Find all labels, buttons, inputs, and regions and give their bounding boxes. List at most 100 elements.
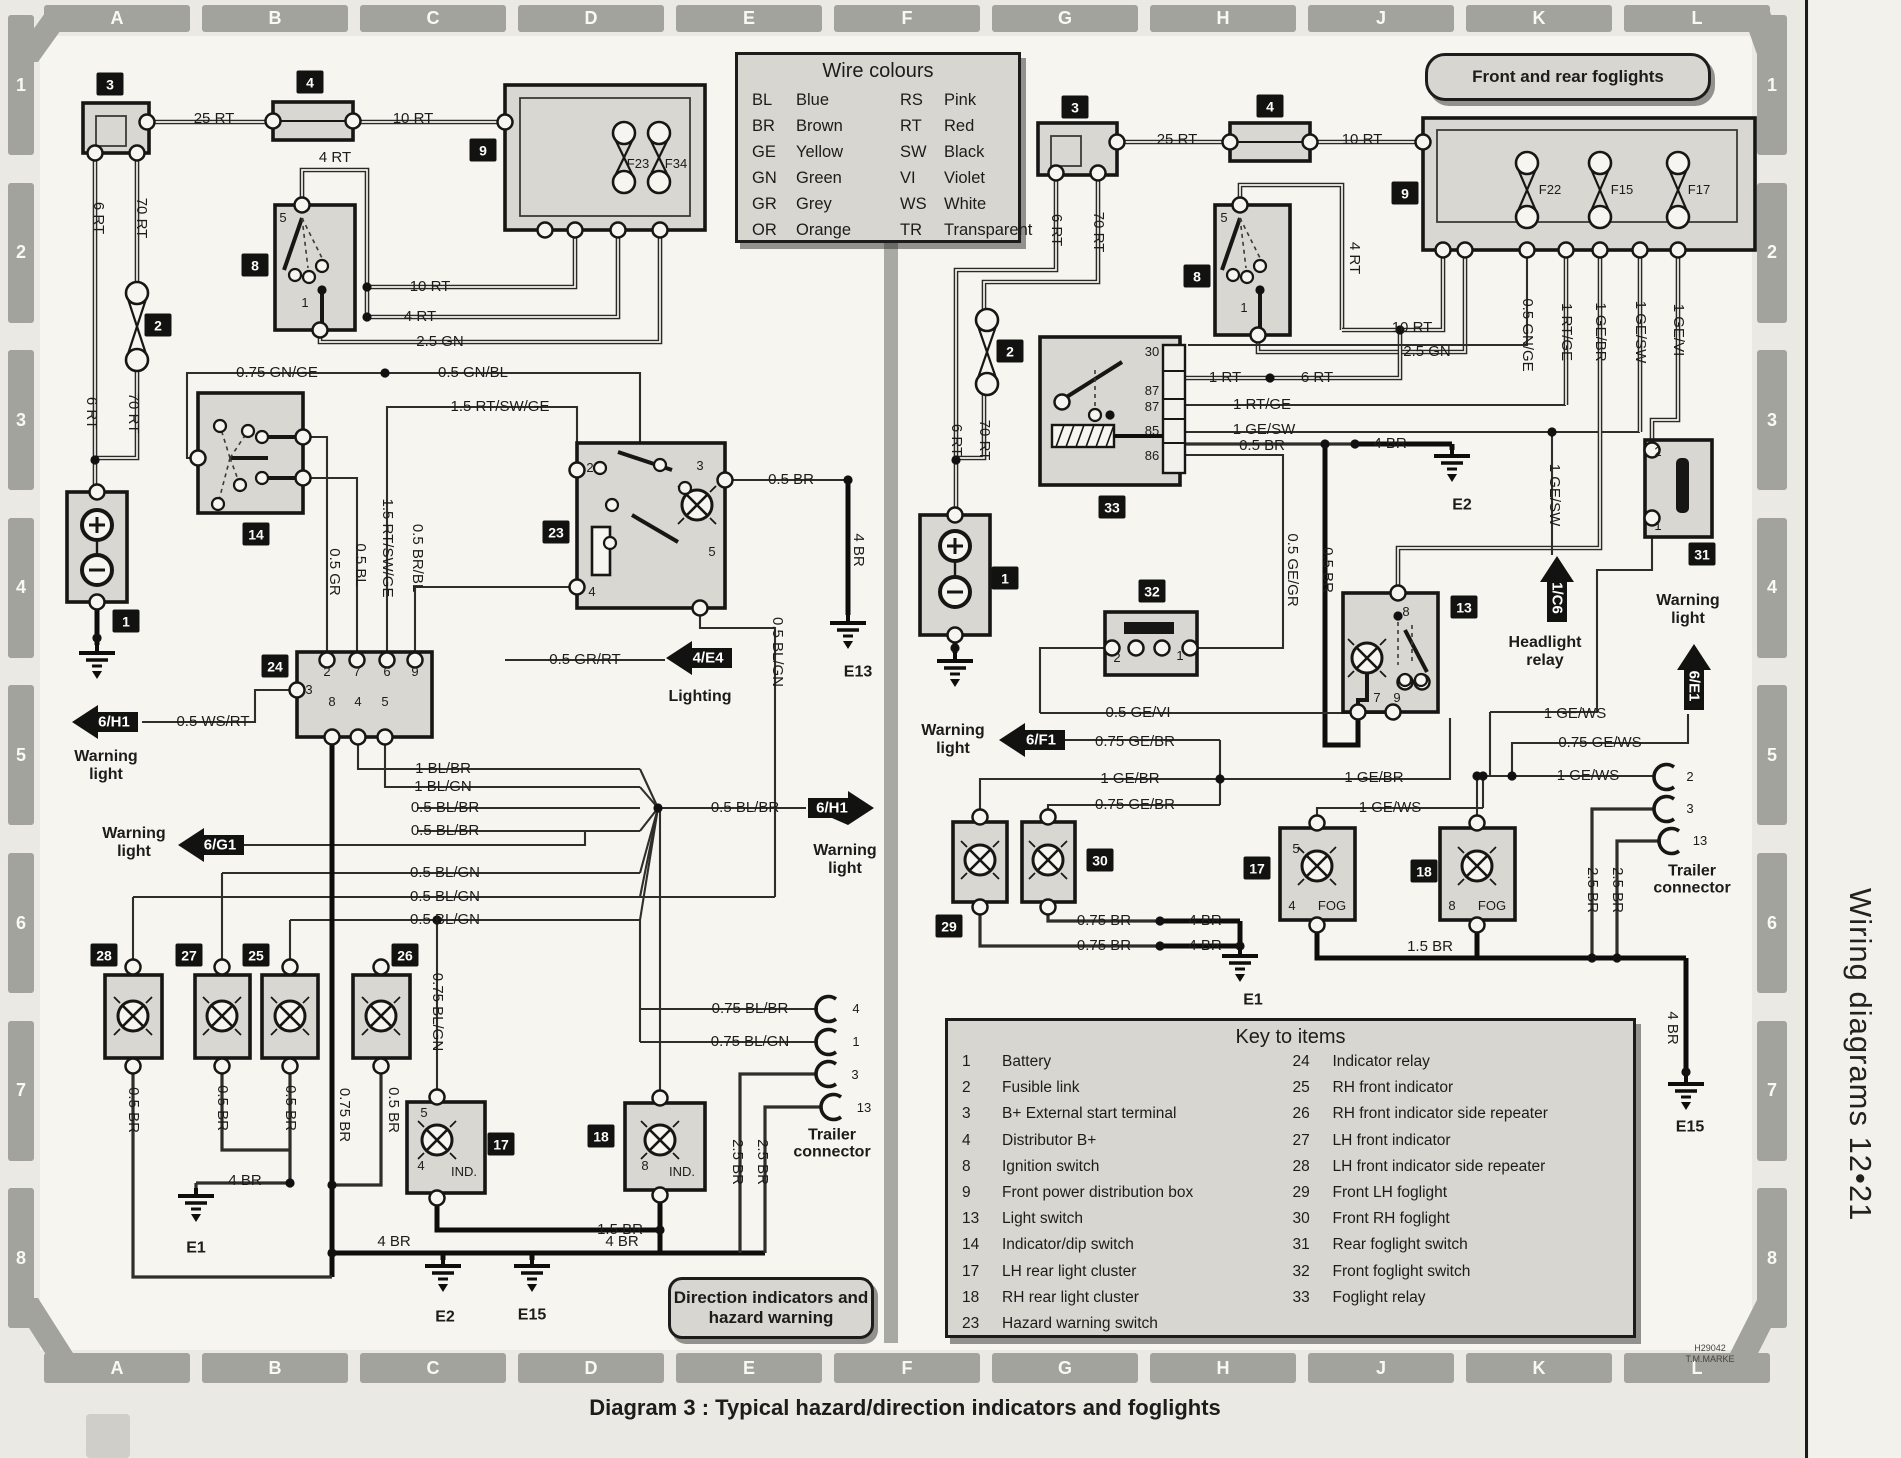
banner-foglights: Front and rear foglights — [1425, 53, 1711, 101]
legend-name: Green — [796, 169, 842, 187]
component-box — [196, 391, 305, 515]
wire-label: 0.5 BL/GN — [409, 863, 481, 881]
contact-terminal — [240, 423, 256, 439]
key-item-label: Front RH foglight — [1332, 1210, 1450, 1228]
wire — [413, 585, 577, 660]
component-box — [503, 83, 707, 232]
wire — [385, 371, 642, 443]
wire — [385, 405, 579, 660]
item-badge: 3 — [1061, 95, 1089, 119]
wire — [303, 476, 359, 660]
wire-label: 0.75 BR — [1076, 936, 1132, 954]
lamp-tick — [640, 1152, 648, 1160]
wire-label: Trailer connector — [793, 1126, 871, 1161]
wire-label: F15 — [1610, 181, 1634, 197]
item-badge: 18 — [587, 1124, 615, 1148]
legend-name: Black — [944, 143, 985, 161]
junction-dot — [1350, 439, 1360, 449]
wire-label: 2.5 GN — [1403, 342, 1451, 360]
lamp-tick — [992, 872, 1000, 880]
flow-arrow-caption: Warning light — [1656, 592, 1720, 627]
switch-bar-icon — [1676, 458, 1689, 513]
wire-label: 1 — [301, 294, 309, 310]
contact-terminal — [1225, 267, 1241, 283]
wire-label: 10 RT — [392, 109, 434, 127]
grid-number-left: 2 — [8, 182, 34, 323]
grid-letter-top: L — [1624, 5, 1770, 32]
wire-label: 6 RT — [1048, 213, 1066, 247]
wire — [240, 831, 587, 847]
wire-label: 87 — [1144, 382, 1160, 398]
lamp-tick — [145, 996, 153, 1004]
wire-label: 1 GE/WS — [1556, 766, 1620, 784]
grid-letter-top: J — [1308, 5, 1454, 32]
switch-contact-line — [1220, 217, 1242, 271]
terminal — [1468, 916, 1486, 934]
wire — [131, 1066, 332, 1279]
wire-label: F17 — [1687, 181, 1711, 197]
wire — [1615, 839, 1659, 958]
wire — [639, 786, 659, 809]
margin-title: Wiring diagrams 12•21 — [1843, 888, 1878, 1222]
junction-dot — [317, 285, 327, 295]
fuse-terminal — [974, 371, 1000, 397]
wire — [383, 737, 640, 789]
lamp-tick — [1379, 638, 1387, 646]
junction-dot — [1507, 771, 1517, 781]
item-badge: 2 — [144, 313, 172, 337]
terminal — [651, 1089, 669, 1107]
wire-core — [301, 169, 368, 287]
wire-core — [956, 384, 985, 459]
junction-dot — [1587, 953, 1597, 963]
terminal — [372, 1057, 390, 1075]
lamp-tick — [640, 1120, 648, 1128]
key-item-number: 8 — [962, 1157, 971, 1175]
grid-number-right: 4 — [1757, 517, 1787, 658]
item-badge: 17 — [1243, 856, 1271, 880]
lamp-tick — [1457, 878, 1465, 886]
terminal — [1349, 703, 1367, 721]
legend-name: Pink — [944, 91, 977, 109]
key-item-number: 33 — [1292, 1288, 1310, 1306]
wire-label: 25 RT — [193, 109, 235, 127]
fuse-icon — [1589, 168, 1611, 212]
key-item-number: 17 — [962, 1262, 980, 1280]
grid-letter-top: A — [44, 5, 190, 32]
wire-label: 0.5 BL/BR — [410, 821, 480, 839]
wire-label: 5 — [381, 693, 389, 709]
wire-label: 0.75 GN/GE — [236, 363, 318, 381]
page-edge-line — [1805, 0, 1808, 1458]
grid-letter-top: D — [518, 5, 664, 32]
terminal — [496, 113, 514, 131]
wire-label: 1 GE/BR — [1344, 768, 1404, 786]
grid-letter-bottom: J — [1308, 1353, 1454, 1383]
legend-code: RS — [900, 91, 923, 109]
wire-core — [367, 230, 576, 288]
terminal — [428, 1088, 446, 1106]
legend-name: White — [944, 195, 987, 213]
contact-terminal — [254, 470, 270, 486]
grid-letter-top: G — [992, 5, 1138, 32]
lamp-tick — [113, 1028, 121, 1036]
lamp-tick — [677, 517, 685, 525]
wire-label: 7 — [353, 663, 361, 679]
wire-label: 8 — [328, 693, 336, 709]
flow-arrow-caption: Warning light — [102, 825, 166, 860]
wire — [1038, 646, 1105, 713]
wire — [356, 737, 640, 771]
junction-dot — [1235, 941, 1245, 951]
legend-code: RT — [900, 117, 922, 135]
junction-dot — [1155, 941, 1165, 951]
key-item-number: 13 — [962, 1210, 980, 1228]
grid-letter-top: B — [202, 5, 348, 32]
terminal — [124, 1057, 142, 1075]
wire-label: 0.5 BL — [352, 543, 370, 587]
